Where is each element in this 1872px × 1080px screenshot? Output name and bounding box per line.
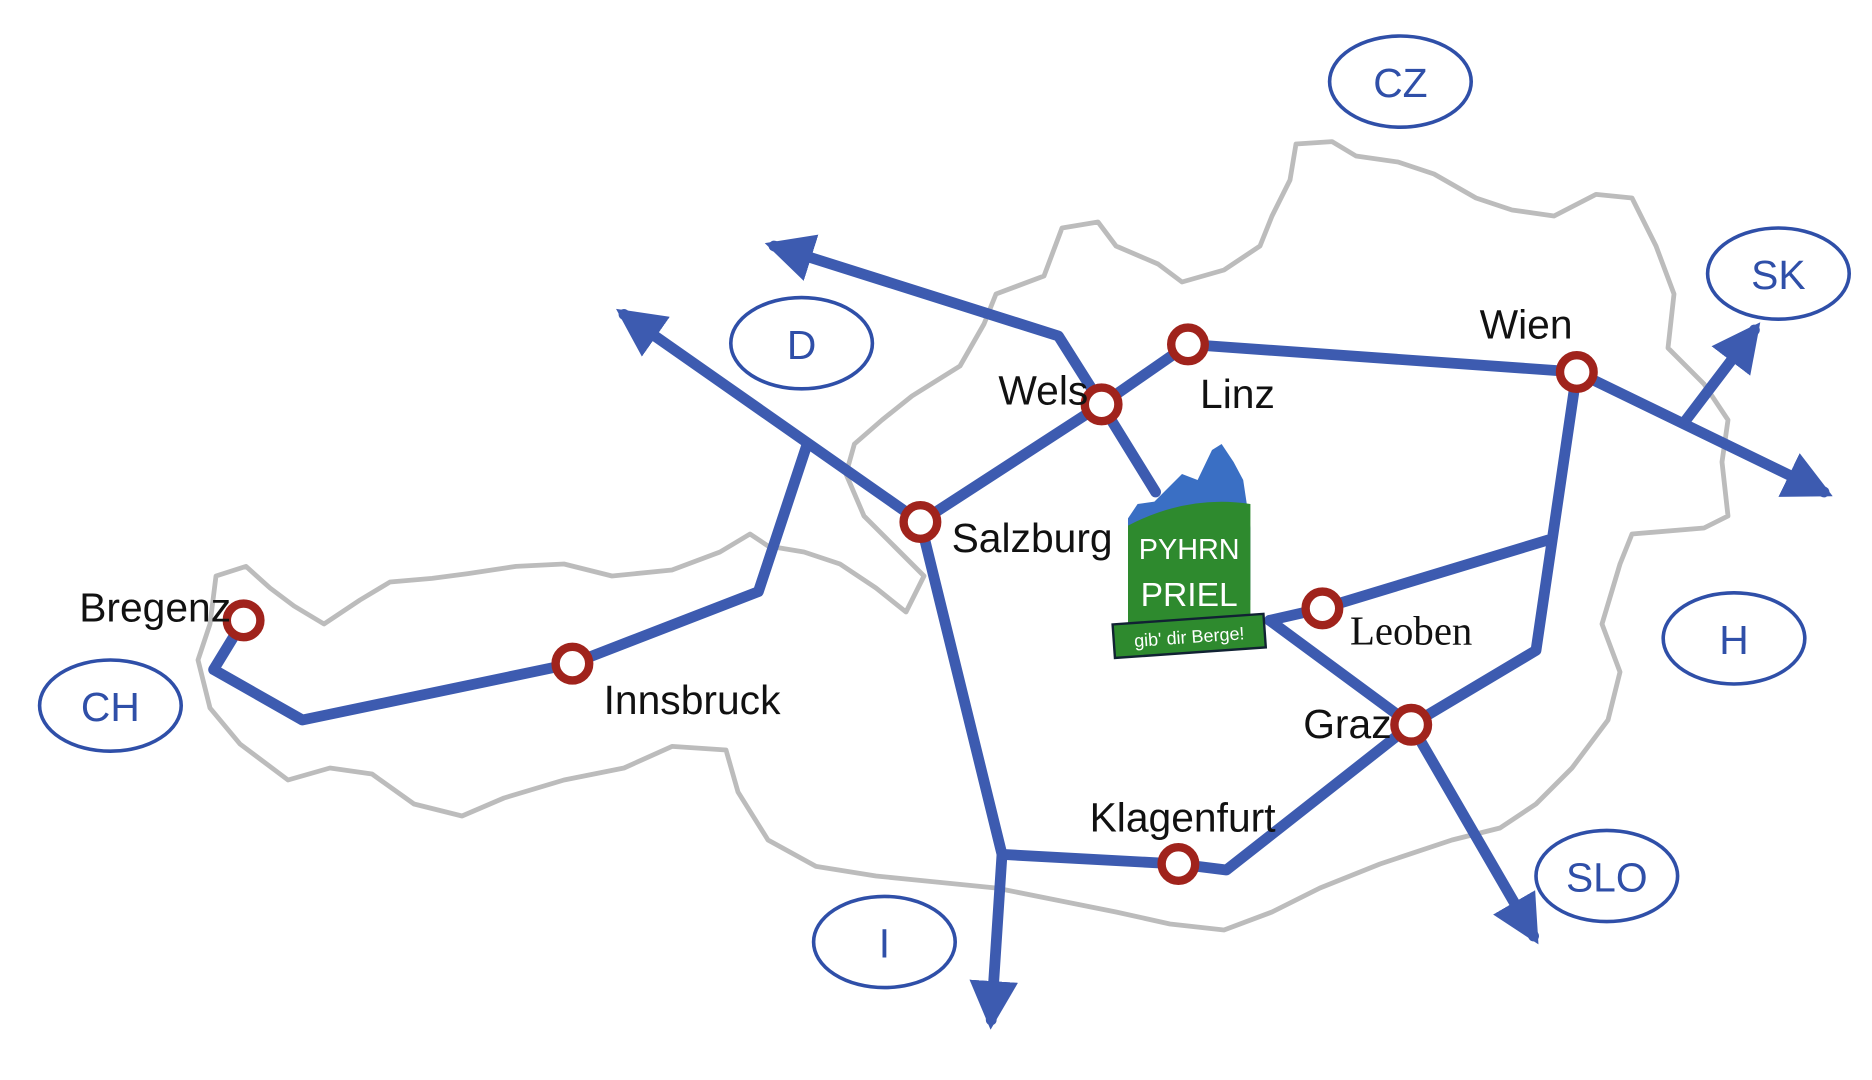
label-graz: Graz	[1303, 701, 1391, 747]
city-nodes	[222, 323, 1598, 885]
austria-border	[195, 139, 1731, 933]
node-leoben	[1301, 587, 1344, 630]
country-i: I	[879, 921, 890, 967]
road-klagenfurt-graz-wien	[996, 366, 1583, 876]
node-innsbruck	[551, 642, 594, 685]
label-klagenfurt: Klagenfurt	[1090, 795, 1277, 841]
country-ch: CH	[81, 684, 140, 730]
label-innsbruck: Innsbruck	[604, 677, 781, 723]
logo-line2: PRIEL	[1141, 577, 1238, 614]
road-bregenz-innsbruck-d	[208, 441, 812, 726]
road-wien-h-arrow	[1571, 366, 1833, 498]
label-wien: Wien	[1480, 301, 1573, 347]
label-salzburg: Salzburg	[952, 515, 1113, 561]
city-labels: Bregenz Innsbruck Salzburg Wels Linz Wie…	[79, 301, 1572, 840]
node-bregenz	[222, 599, 265, 642]
label-linz: Linz	[1200, 371, 1275, 417]
node-klagenfurt	[1157, 843, 1200, 885]
country-sk: SK	[1751, 252, 1805, 298]
country-badges: CZ SK D H CH SLO I	[37, 34, 1851, 990]
label-bregenz: Bregenz	[79, 585, 231, 631]
node-linz	[1167, 323, 1209, 366]
country-cz: CZ	[1373, 60, 1427, 106]
label-wels: Wels	[998, 367, 1088, 413]
pyhrn-priel-logo: PYHRN PRIEL gib' dir Berge!	[1111, 444, 1268, 660]
label-leoben: Leoben	[1350, 608, 1472, 653]
node-wels	[1080, 383, 1123, 426]
country-d: D	[787, 322, 816, 368]
country-slo: SLO	[1566, 855, 1648, 901]
road-salzburg-wels-linz-wien	[915, 339, 1583, 528]
road-graz-slo-arrow	[1264, 615, 1539, 945]
logo-line1: PYHRN	[1139, 534, 1240, 566]
road-wien-sk-arrow	[1680, 322, 1761, 426]
node-salzburg	[899, 501, 942, 543]
road-salzburg-d-arrow	[616, 308, 926, 528]
node-wien	[1555, 351, 1598, 393]
country-h: H	[1719, 617, 1748, 663]
logo-meadow	[1128, 501, 1251, 630]
node-graz	[1390, 703, 1433, 746]
road-wels-d-arrow	[764, 234, 1107, 410]
logo-slogan-band	[1111, 612, 1268, 660]
